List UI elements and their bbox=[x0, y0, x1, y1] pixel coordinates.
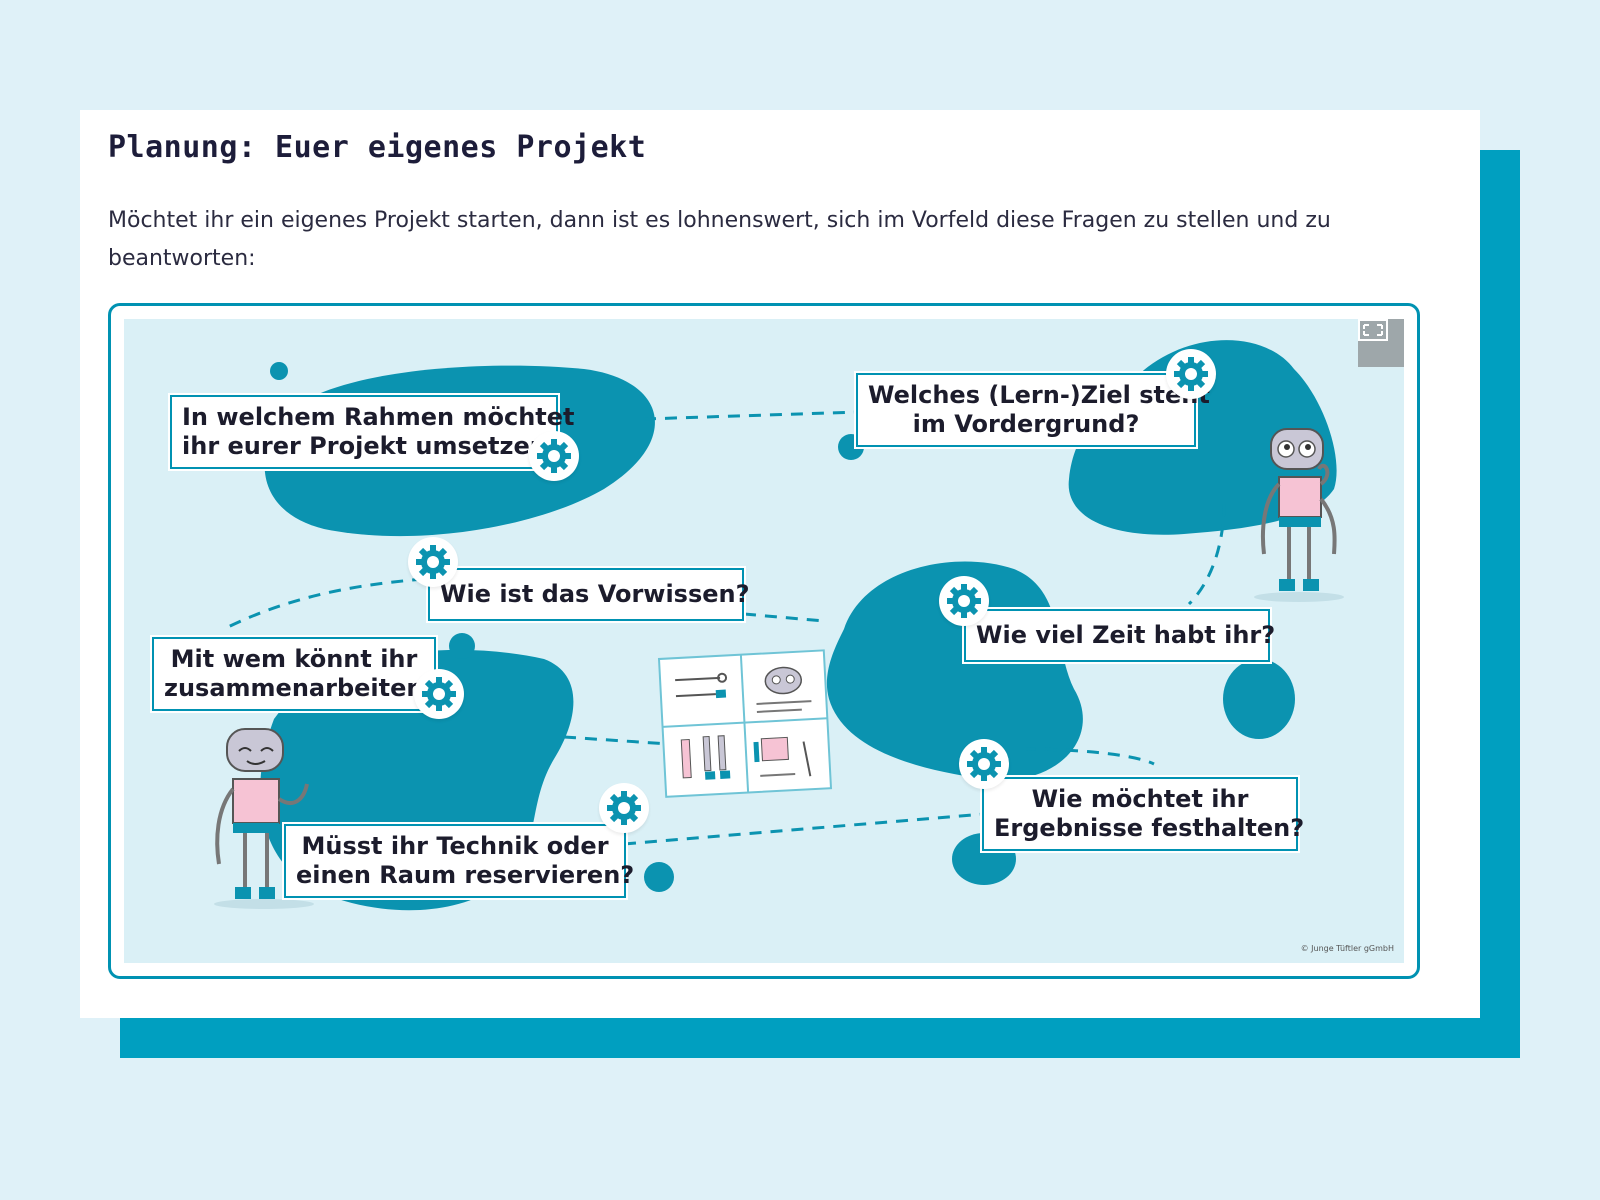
illustration-frame: In welchem Rahmen möchtet ihr eurer Proj… bbox=[108, 303, 1420, 979]
intro-text: Möchtet ihr ein eigenes Projekt starten,… bbox=[108, 208, 1331, 271]
fullscreen-button[interactable] bbox=[1358, 319, 1404, 367]
gear-icon bbox=[959, 739, 1009, 789]
robot-thinking bbox=[1254, 428, 1344, 602]
gear-icon bbox=[939, 576, 989, 626]
dashed-paths bbox=[223, 410, 1226, 846]
copyright-notice: © Junge Tüftler gGmbH bbox=[1300, 944, 1394, 953]
question-lernziel: Welches (Lern-)Ziel steht im Vordergrund… bbox=[856, 373, 1210, 447]
gear-icon bbox=[408, 537, 458, 587]
blob-right-small bbox=[1223, 659, 1295, 739]
question-rahmen: In welchem Rahmen möchtet ihr eurer Proj… bbox=[170, 395, 575, 469]
instruction-sheet bbox=[657, 649, 833, 798]
dot-4 bbox=[644, 862, 674, 892]
gear-icon bbox=[1166, 349, 1216, 399]
gear-icon bbox=[529, 431, 579, 481]
question-zeit: Wie viel Zeit habt ihr? bbox=[964, 609, 1275, 662]
question-technik-raum: Müsst ihr Technik oder einen Raum reserv… bbox=[284, 824, 634, 898]
page-title: Planung: Euer eigenes Projekt bbox=[108, 130, 647, 165]
content-card: Planung: Euer eigenes Projekt Möchtet ih… bbox=[80, 110, 1480, 1018]
dot-1 bbox=[270, 362, 288, 380]
gear-icon bbox=[414, 669, 464, 719]
question-vorwissen: Wie ist das Vorwissen? bbox=[428, 568, 750, 621]
question-zusammenarbeit: Mit wem könnt ihr zusammenarbeiten? bbox=[152, 637, 437, 711]
question-ergebnisse: Wie möchtet ihr Ergebnisse festhalten? bbox=[982, 777, 1304, 851]
dot-3 bbox=[449, 633, 475, 659]
planning-illustration: In welchem Rahmen möchtet ihr eurer Proj… bbox=[124, 319, 1404, 963]
gear-icon bbox=[599, 783, 649, 833]
robot-waving bbox=[214, 728, 314, 909]
